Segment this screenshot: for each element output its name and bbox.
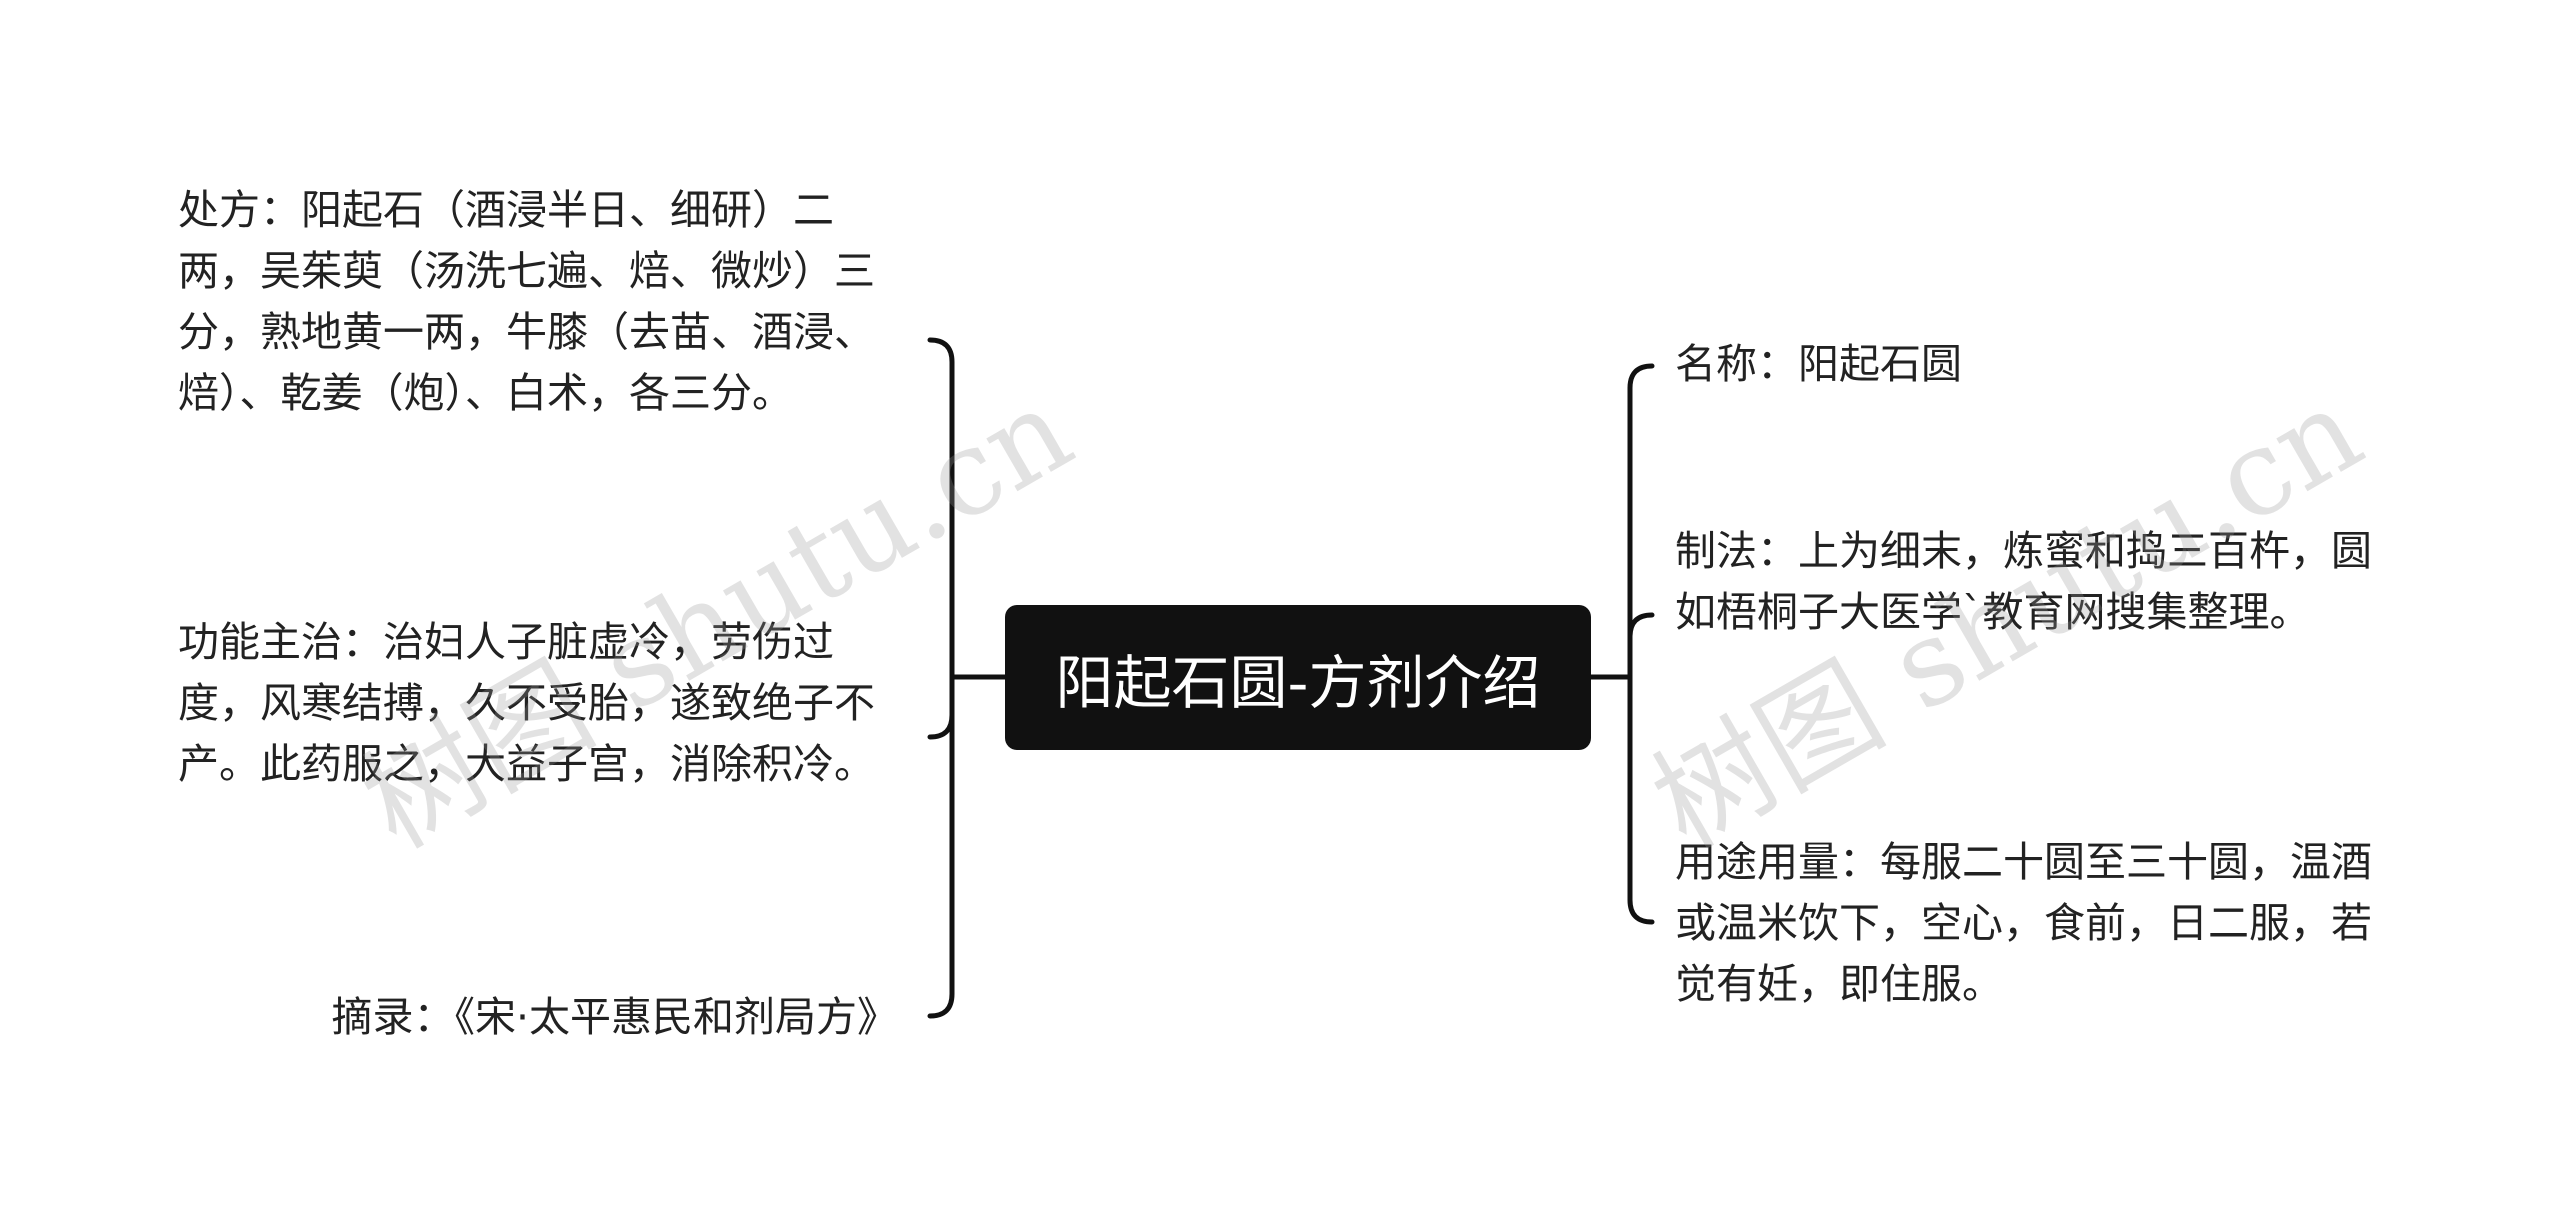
branch-preparation-method[interactable]: 制法：上为细末，炼蜜和捣三百杵，圆如梧桐子大医学`教育网搜集整理。 (1675, 527, 2372, 636)
connector-left-branch-1 (927, 337, 955, 680)
connector-right-branch-3 (1627, 674, 1655, 925)
branch-usage-dosage[interactable]: 用途用量：每服二十圆至三十圆，温酒或温米饮下，空心，食前，日二服，若觉有妊，即住… (1675, 838, 2372, 1008)
branch-prescription[interactable]: 处方：阳起石（酒浸半日、细研）二两，吴茱萸（汤洗七遍、焙、微炒）三分，熟地黄一两… (178, 186, 875, 417)
central-topic[interactable]: 阳起石圆-方剂介绍 (1005, 605, 1591, 750)
branch-source[interactable]: 摘录：《宋·太平惠民和剂局方》 (331, 993, 898, 1041)
branch-name[interactable]: 名称：阳起石圆 (1675, 340, 1962, 388)
branch-function-indications[interactable]: 功能主治：治妇人子脏虚冷，劳伤过度，风寒结搏，久不受胎，遂致绝子不产。此药服之，… (178, 618, 875, 788)
connector-right-branch-2 (1627, 612, 1655, 680)
connector-left-branch-3 (927, 674, 955, 1019)
connector-right-branch-1 (1627, 363, 1655, 680)
connector-left-branch-2 (927, 674, 955, 740)
